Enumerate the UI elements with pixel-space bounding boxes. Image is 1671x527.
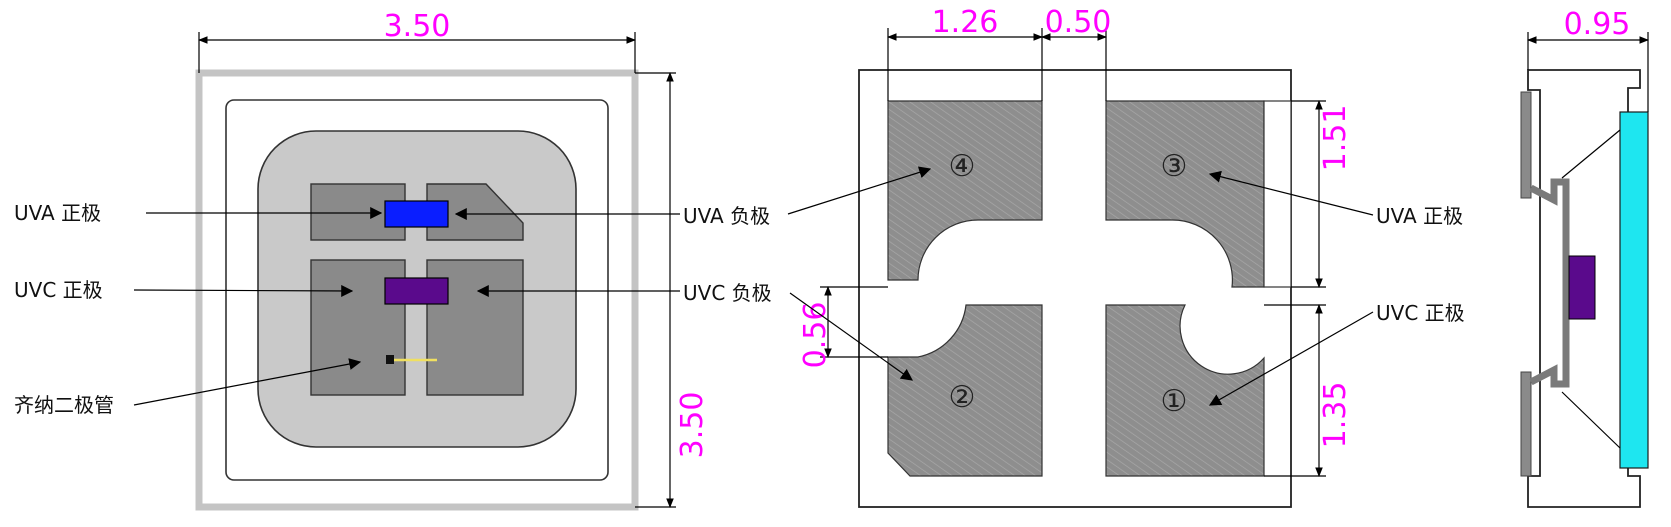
center-gap-dimension: 0.56 xyxy=(798,302,833,369)
pad-number-4: ④ xyxy=(949,149,976,184)
side-lead-bottom xyxy=(1520,371,1532,477)
side-lead-top xyxy=(1520,91,1532,199)
top-width-dimension: 3.50 xyxy=(384,9,451,44)
label-uvc-anode-left: UVC 正极 xyxy=(14,278,103,302)
pad-4 xyxy=(887,100,1043,281)
pad-3-edge xyxy=(1263,100,1292,288)
pad-2 xyxy=(887,304,1043,477)
upper-pad-height-dimension: 1.51 xyxy=(1318,105,1353,172)
side-uvc-chip xyxy=(1568,255,1596,320)
pad-1 xyxy=(1105,304,1265,477)
pad-number-3: ③ xyxy=(1161,149,1188,184)
side-thickness-dimension: 0.95 xyxy=(1564,7,1631,42)
pad-width-dimension: 1.26 xyxy=(932,5,999,40)
label-uva-cathode: UVA 负极 xyxy=(683,204,770,228)
top-view: 3.50 3.50 UVA 正极 UVC 正极 齐纳二极管 UVA 负极 UVC… xyxy=(14,9,772,511)
pad-number-1: ① xyxy=(1161,384,1188,419)
pad-number-2: ② xyxy=(949,380,976,415)
lower-pad-height-dimension: 1.35 xyxy=(1318,382,1353,449)
label-uva-anode-right: UVA 正极 xyxy=(1376,204,1463,228)
uvc-chip xyxy=(384,277,449,305)
label-uva-anode-left: UVA 正极 xyxy=(14,201,101,225)
top-height-dimension: 3.50 xyxy=(675,392,710,459)
label-uvc-cathode: UVC 负极 xyxy=(683,281,772,305)
label-zener: 齐纳二极管 xyxy=(14,393,114,417)
pad-3 xyxy=(1105,100,1265,288)
bottom-view: ④ ③ ② ① 1.26 0.50 1.51 1.35 0.56 UVA 正极 … xyxy=(787,5,1465,508)
lens xyxy=(1619,111,1649,469)
zener-diode xyxy=(386,355,394,364)
label-uvc-anode-right: UVC 正极 xyxy=(1376,301,1465,325)
uva-cathode-pad xyxy=(426,183,524,241)
lead-frame xyxy=(1529,178,1570,388)
side-view: 0.95 xyxy=(1520,7,1649,508)
pad-gap-dimension: 0.50 xyxy=(1045,5,1112,40)
uva-chip xyxy=(384,200,449,228)
